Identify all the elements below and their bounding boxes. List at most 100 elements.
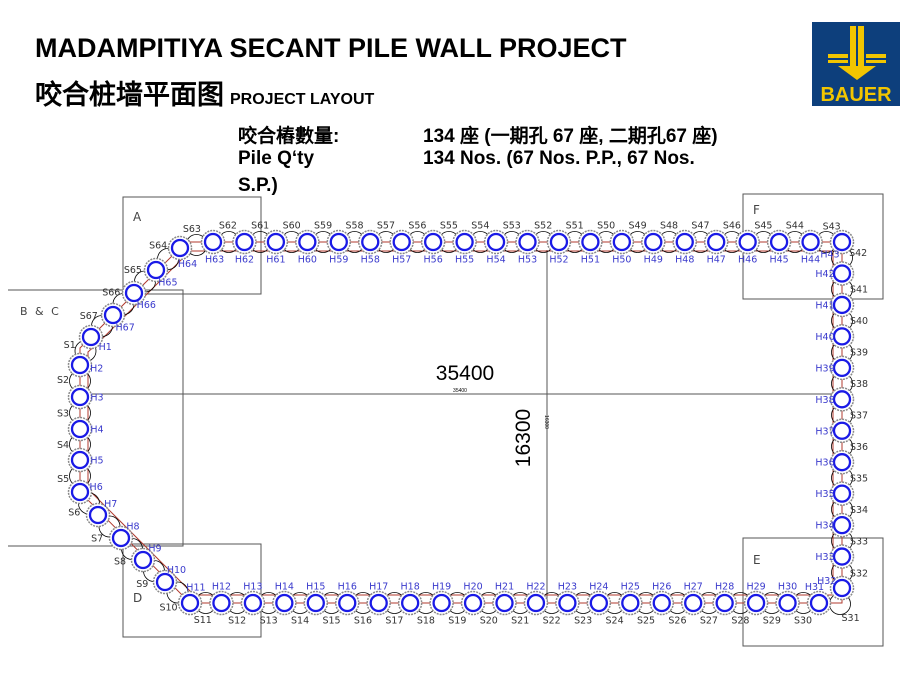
primary-pile bbox=[455, 232, 474, 252]
pile-label: H30 bbox=[778, 582, 797, 593]
primary-pile bbox=[306, 593, 325, 613]
length-dimension-small: 35400 bbox=[453, 388, 467, 394]
pile-label: H44 bbox=[801, 255, 820, 266]
pile-label: H46 bbox=[738, 255, 757, 266]
pile-label: H66 bbox=[137, 300, 156, 311]
subtitle-chinese: 咬合桩墙平面图 bbox=[35, 80, 224, 110]
pile-label: H37 bbox=[815, 426, 834, 437]
primary-pile bbox=[495, 593, 514, 613]
pile-label: H21 bbox=[495, 582, 514, 593]
pile-label: S11 bbox=[194, 615, 212, 626]
primary-pile bbox=[124, 283, 144, 303]
primary-pile bbox=[832, 295, 852, 315]
pile-label: S62 bbox=[219, 221, 237, 232]
primary-pile bbox=[103, 305, 123, 325]
pile-label: S58 bbox=[345, 221, 363, 232]
pile-label: H16 bbox=[338, 582, 357, 593]
pile-label: S5 bbox=[57, 474, 69, 485]
pile-label: H33 bbox=[815, 552, 834, 563]
pile-label: S22 bbox=[543, 616, 561, 627]
primary-pile bbox=[70, 419, 90, 439]
guide-line-outer bbox=[79, 241, 843, 604]
logo-mark: BAUER bbox=[820, 26, 892, 106]
pile-label: S16 bbox=[354, 616, 372, 627]
pile-label: S30 bbox=[794, 615, 812, 626]
primary-pile bbox=[832, 547, 852, 566]
zone-box-bc bbox=[8, 289, 184, 547]
pile-label: H59 bbox=[329, 255, 348, 266]
primary-pile bbox=[170, 238, 190, 258]
primary-pile bbox=[518, 232, 537, 252]
primary-pile bbox=[801, 232, 820, 252]
pile-label: S63 bbox=[183, 224, 201, 235]
pile-label: H50 bbox=[612, 255, 631, 266]
pile-label: H58 bbox=[361, 255, 380, 266]
primary-pile bbox=[746, 593, 766, 613]
primary-pile bbox=[652, 593, 671, 613]
primary-pile bbox=[778, 593, 797, 613]
pile-label: S48 bbox=[660, 221, 678, 232]
primary-pile bbox=[155, 572, 175, 592]
primary-pile bbox=[298, 232, 317, 252]
bauer-logo: BAUER bbox=[812, 22, 900, 106]
pile-label: H26 bbox=[652, 582, 671, 593]
primary-pile bbox=[400, 593, 420, 613]
pile-label: H41 bbox=[815, 300, 834, 311]
primary-pile bbox=[832, 358, 852, 378]
pile-label: S28 bbox=[731, 616, 749, 627]
pile-label: H54 bbox=[486, 255, 505, 266]
pile-label: S23 bbox=[574, 616, 592, 627]
primary-pile bbox=[832, 484, 852, 503]
pile-label: H65 bbox=[158, 278, 177, 289]
pile-label: H57 bbox=[392, 255, 411, 266]
pile-label: S31 bbox=[842, 613, 860, 624]
pile-label: H45 bbox=[769, 255, 788, 266]
primary-pile bbox=[832, 232, 852, 252]
subtitle-english: PROJECT LAYOUT bbox=[230, 91, 375, 108]
primary-pile bbox=[707, 232, 726, 252]
primary-pile bbox=[463, 593, 483, 613]
page-title: MADAMPITIYA SECANT PILE WALL PROJECT bbox=[35, 33, 627, 63]
pile-label: S21 bbox=[511, 616, 529, 627]
pile-label: H28 bbox=[715, 582, 734, 593]
pile-label: S18 bbox=[417, 616, 435, 627]
guide-wall-lines bbox=[79, 241, 843, 604]
pile-label: H2 bbox=[90, 364, 103, 375]
svg-text:BAUER: BAUER bbox=[820, 84, 892, 106]
qty-value-en: 134 Nos. (67 Nos. P.P., 67 Nos. bbox=[423, 148, 695, 169]
pile-label: S15 bbox=[322, 616, 340, 627]
primary-pile bbox=[423, 232, 443, 252]
primary-pile bbox=[832, 578, 852, 598]
pile-label: H10 bbox=[167, 565, 186, 576]
pile-label: H13 bbox=[243, 582, 262, 593]
primary-pile bbox=[589, 593, 608, 613]
pile-label: H35 bbox=[815, 489, 834, 500]
pile-label: H4 bbox=[90, 425, 103, 436]
pile-label: H31 bbox=[805, 582, 824, 593]
pile-label: S33 bbox=[850, 536, 868, 547]
width-dimension-label: 16300 bbox=[512, 409, 535, 467]
pile-label: H40 bbox=[815, 332, 834, 343]
zone-box-a bbox=[122, 196, 262, 295]
length-dimension-label: 35400 bbox=[436, 362, 494, 385]
primary-pile bbox=[432, 593, 451, 613]
primary-pile bbox=[675, 232, 694, 252]
pile-label: H62 bbox=[235, 255, 254, 266]
pile-label: H47 bbox=[707, 255, 726, 266]
pile-label: S53 bbox=[503, 221, 521, 232]
pile-label: S36 bbox=[850, 442, 868, 453]
pile-label: S57 bbox=[377, 221, 395, 232]
pile-label: H38 bbox=[815, 395, 834, 406]
pile-label: H55 bbox=[455, 255, 474, 266]
pile-label: S47 bbox=[691, 221, 709, 232]
pile-label: S29 bbox=[763, 616, 781, 627]
pile-label: S27 bbox=[700, 616, 718, 627]
pile-label: H6 bbox=[90, 482, 103, 493]
pile-label: S1 bbox=[64, 340, 76, 351]
pile-label: S66 bbox=[102, 288, 120, 299]
pile-label: S7 bbox=[91, 534, 103, 545]
pile-label: S17 bbox=[385, 616, 403, 627]
pile-label: S14 bbox=[291, 616, 309, 627]
pile-label: H14 bbox=[275, 582, 294, 593]
